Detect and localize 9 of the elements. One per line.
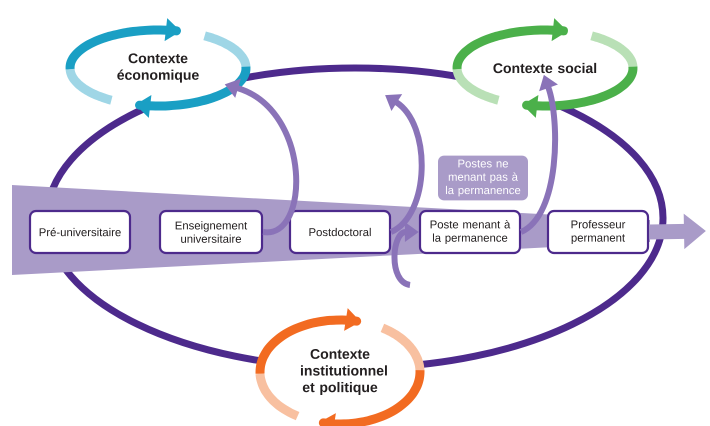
context-label: Contexte social [493, 62, 596, 74]
stage-box: Professeur permanent [546, 210, 650, 254]
stage-box: Pré-universitaire [28, 210, 132, 254]
stage-box: Postdoctoral [288, 210, 392, 254]
stage-box: Poste menant à la permanence [418, 210, 522, 254]
context-label: Contexte institutionnel et politique [300, 349, 387, 396]
stage-box: Enseignement universitaire [158, 210, 264, 254]
note-box: Postes ne menant pas à la permanence [438, 156, 528, 200]
context-label: Contexte économique [117, 53, 199, 83]
